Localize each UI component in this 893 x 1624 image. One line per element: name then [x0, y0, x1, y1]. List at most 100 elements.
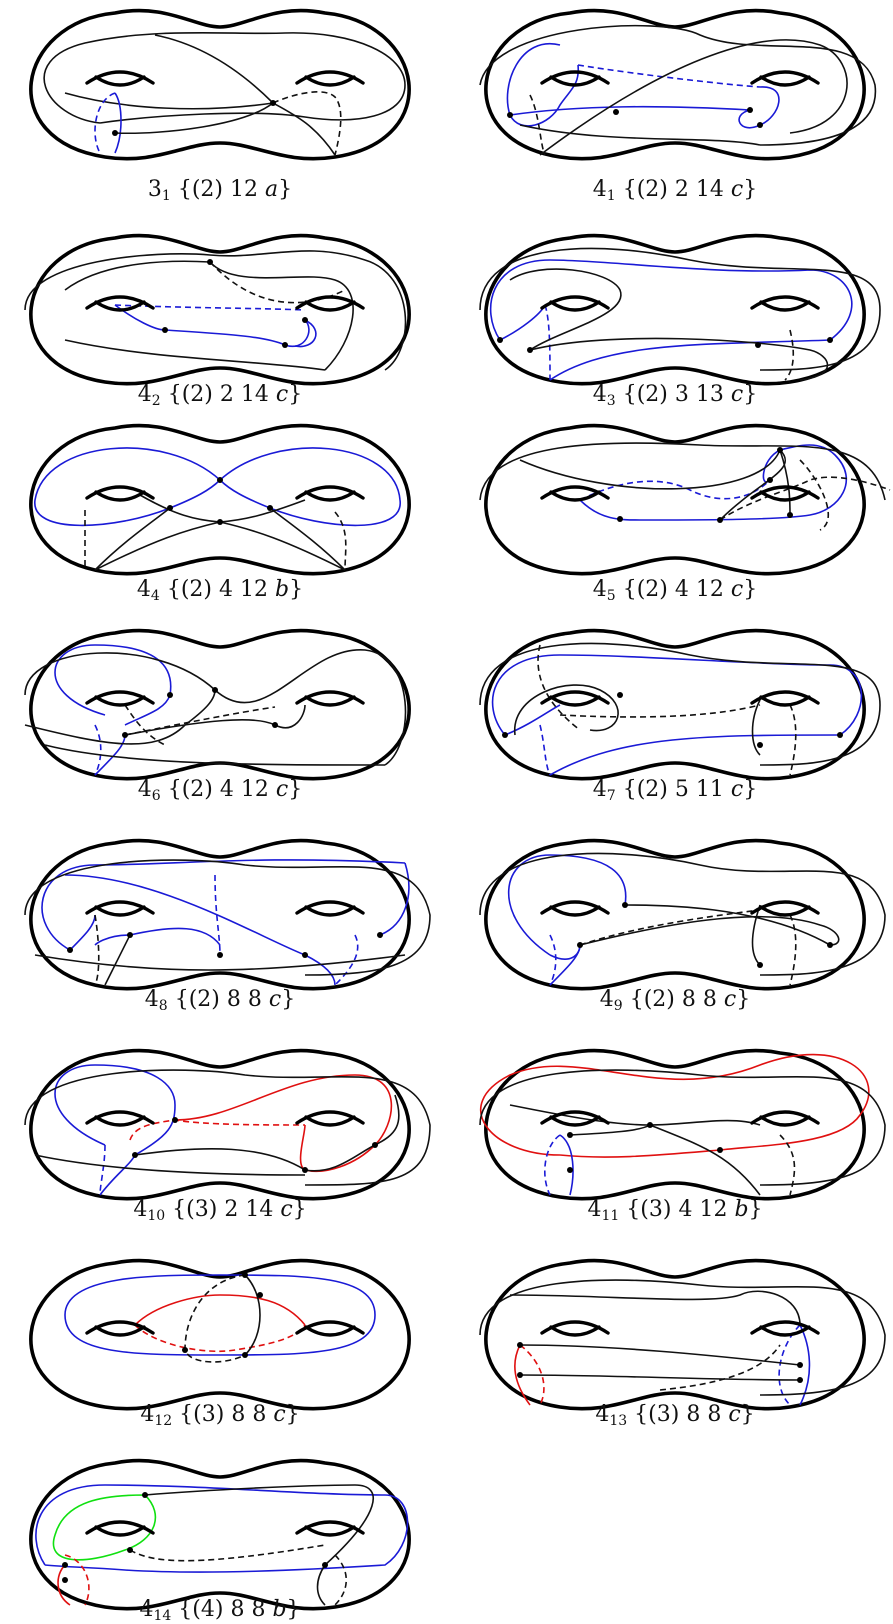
- knot-close-brace: }: [743, 577, 758, 602]
- crossing-dot: [322, 1562, 328, 1568]
- black-curve: [124, 704, 306, 736]
- black-curve: [509, 1290, 801, 1326]
- knot-close-brace: }: [292, 1197, 307, 1222]
- dashed-blue-curve: [99, 1144, 106, 1196]
- crossing-dot: [302, 952, 308, 958]
- black-curve: [529, 337, 829, 381]
- crossing-dot: [167, 505, 173, 511]
- dashed-black-curve: [124, 704, 166, 746]
- genus-two-surface-outline: [29, 1048, 411, 1201]
- black-curve: [539, 39, 848, 156]
- knot-variant: b: [734, 1197, 749, 1222]
- black-curve: [519, 1374, 801, 1381]
- knot-index: 6: [151, 788, 161, 804]
- knot-number: 4: [140, 1402, 155, 1427]
- blue-curve: [294, 319, 317, 348]
- dashed-blue-curve: [214, 874, 221, 956]
- caption-4-13: 413 {(3) 8 8 c}: [525, 1402, 825, 1429]
- crossing-dot: [127, 932, 133, 938]
- blue-curve: [504, 704, 561, 736]
- crossing-dot: [212, 687, 218, 693]
- genus-two-surface-outline: [29, 628, 411, 781]
- crossing-dot: [62, 1562, 68, 1568]
- surface-diagram-4-7: [479, 628, 881, 781]
- crossing-dot: [747, 107, 753, 113]
- right-handle-hole: [295, 295, 365, 312]
- surface-diagram-4-10: [24, 1048, 431, 1201]
- knot-variant: c: [730, 177, 744, 202]
- knot-index: 8: [158, 998, 168, 1014]
- left-handle-hole: [85, 70, 155, 87]
- caption-4-6: 46 {(2) 4 12 c}: [70, 777, 370, 804]
- blue-curve: [54, 644, 172, 726]
- black-curve: [94, 521, 346, 571]
- black-curve: [479, 442, 886, 501]
- knot-index: 14: [153, 1608, 172, 1624]
- dashed-black-curve: [579, 909, 761, 946]
- knot-index: 7: [606, 788, 616, 804]
- caption-4-8: 48 {(2) 8 8 c}: [70, 987, 370, 1014]
- right-handle-hole: [295, 1110, 365, 1127]
- space: [160, 577, 167, 602]
- knot-index: 2: [151, 393, 161, 409]
- surface-diagram-4-14: [29, 1458, 411, 1611]
- caption-4-9: 49 {(2) 8 8 c}: [525, 987, 825, 1014]
- knot-variant: c: [275, 382, 289, 407]
- knot-variant: b: [272, 1597, 287, 1622]
- dashed-red-curve: [129, 1119, 306, 1141]
- dashed-red-curve: [134, 1324, 306, 1353]
- crossing-dot: [827, 337, 833, 343]
- black-curve: [43, 31, 406, 124]
- black-curve: [24, 859, 431, 976]
- knot-variant: c: [730, 777, 744, 802]
- crossing-dot: [787, 512, 793, 518]
- crossing-dot: [507, 112, 513, 118]
- left-handle-hole: [85, 1320, 155, 1337]
- knot-code: {(3) 8 8: [634, 1402, 729, 1427]
- crossing-dot: [827, 942, 833, 948]
- crossing-dot: [302, 317, 308, 323]
- right-handle-hole: [750, 1110, 820, 1127]
- surface-diagram-4-12: [29, 1258, 411, 1411]
- genus-two-surface-outline: [29, 1258, 411, 1411]
- knot-index: 1: [606, 188, 616, 204]
- red-curve: [174, 1074, 393, 1146]
- blue-curve: [219, 447, 401, 527]
- knot-index: 1: [161, 188, 171, 204]
- red-curve: [514, 1344, 531, 1406]
- knot-code: {(2) 4 12: [167, 777, 276, 802]
- surface-diagram-4-2: [24, 233, 411, 386]
- knot-code: {(2) 4 12: [166, 577, 275, 602]
- black-curve: [479, 852, 886, 976]
- blue-curve: [549, 944, 581, 986]
- caption-4-10: 410 {(3) 2 14 c}: [70, 1197, 370, 1224]
- dashed-blue-curve: [549, 934, 557, 986]
- crossing-dot: [755, 342, 761, 348]
- dashed-black-curve: [799, 459, 830, 531]
- black-curve: [479, 24, 877, 146]
- crossing-dot: [162, 327, 168, 333]
- knot-variant: c: [723, 987, 737, 1012]
- crossing-dot: [837, 732, 843, 738]
- genus-two-surface-outline: [484, 8, 866, 161]
- dashed-blue-curve: [577, 64, 761, 88]
- crossing-dot: [62, 1577, 68, 1583]
- caption-4-11: 411 {(3) 4 12 b}: [525, 1197, 825, 1224]
- genus-two-surface-outline: [484, 233, 866, 386]
- caption-4-12: 412 {(3) 8 8 c}: [70, 1402, 370, 1429]
- knot-number: 4: [133, 1197, 148, 1222]
- knot-number: 4: [137, 777, 152, 802]
- blue-curve: [509, 105, 751, 116]
- knot-code: {(2) 2 14: [167, 382, 276, 407]
- knot-index: 9: [613, 998, 623, 1014]
- crossing-dot: [267, 505, 273, 511]
- crossing-dot: [757, 962, 763, 968]
- crossing-dot: [172, 1117, 178, 1123]
- knot-number: 4: [592, 577, 607, 602]
- dashed-black-curve: [334, 511, 347, 571]
- dashed-red-curve: [519, 1344, 545, 1406]
- dashed-black-curve: [129, 1544, 326, 1562]
- genus-two-surface-outline: [484, 423, 866, 576]
- crossing-dot: [257, 1292, 263, 1298]
- genus-two-surface-outline: [29, 8, 411, 161]
